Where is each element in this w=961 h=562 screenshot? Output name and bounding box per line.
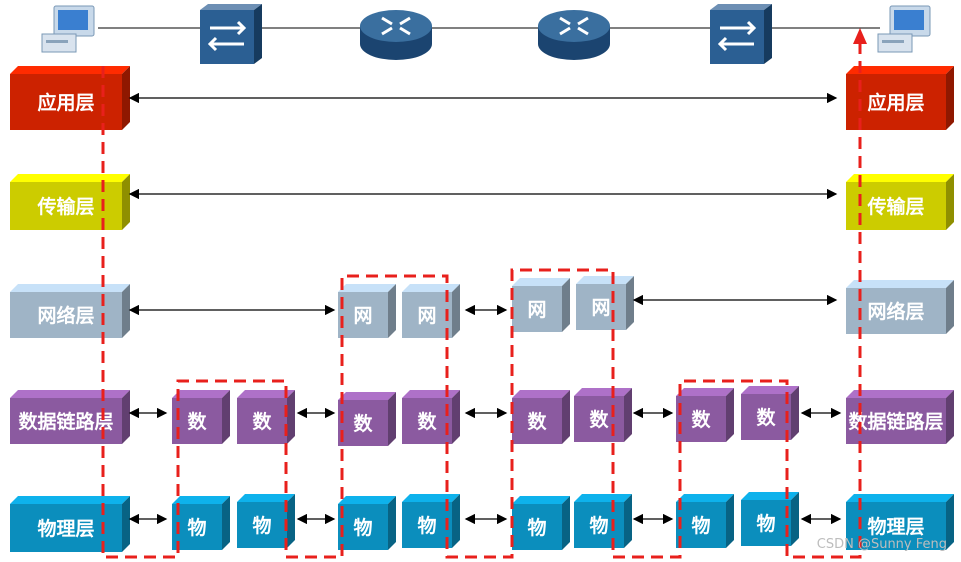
router2-network-a: 网 (512, 278, 570, 332)
router-icon (360, 10, 432, 60)
path-host-left (101, 40, 862, 559)
router1-physical-b-label: 物 (417, 514, 436, 537)
network-layer-right-label: 网络层 (867, 300, 924, 323)
switch-icon (200, 4, 262, 64)
network-layer-left-label: 网络层 (37, 304, 94, 327)
app-layer-left-label: 应用层 (37, 91, 94, 114)
router1-physical-a-label: 物 (353, 516, 372, 539)
transport-layer-left-label: 传输层 (36, 195, 94, 218)
switch1-physical-b: 物 (237, 494, 295, 548)
router2-network-b: 网 (576, 276, 634, 330)
switch2-physical-b: 物 (741, 492, 799, 546)
router1-datalink-b-label: 数 (417, 410, 437, 433)
datalink-layer-left: 数据链路层 (10, 390, 130, 444)
router1-physical-a: 物 (338, 496, 396, 550)
router1-network-b-label: 网 (417, 305, 436, 327)
app-layer-right: 应用层 (846, 66, 954, 130)
router2-datalink-b: 数 (574, 388, 632, 442)
switch2-datalink-b: 数 (741, 386, 799, 440)
router2-network-a-label: 网 (527, 299, 546, 321)
physical-layer-left-label: 物理层 (37, 517, 94, 540)
physical-layer-right-label: 物理层 (867, 515, 924, 538)
datalink-layer-right-label: 数据链路层 (848, 410, 943, 433)
router1-datalink-b: 数 (402, 390, 460, 444)
router2-physical-b-label: 物 (589, 514, 608, 537)
router-icon (538, 10, 610, 60)
transport-layer-right: 传输层 (846, 174, 954, 230)
transport-layer-left: 传输层 (10, 174, 130, 230)
router2-physical-b: 物 (574, 494, 632, 548)
router2-network-b-label: 网 (591, 297, 610, 319)
router2-datalink-a-label: 数 (527, 410, 547, 433)
switch1-datalink-b: 数 (237, 390, 295, 444)
watermark: CSDN @Sunny Feng (816, 537, 947, 552)
app-layer-right-label: 应用层 (867, 91, 924, 114)
path-arrowhead (853, 28, 867, 44)
network-layer-left: 网络层 (10, 284, 130, 338)
physical-layer-right: 物理层 (846, 494, 954, 550)
router1-datalink-a-label: 数 (353, 412, 373, 435)
router1-physical-b: 物 (402, 494, 460, 548)
switch1-physical-b-label: 物 (252, 514, 271, 537)
router1-datalink-a: 数 (338, 392, 396, 446)
switch2-datalink-b-label: 数 (756, 406, 776, 429)
switch1-physical-a-label: 物 (187, 516, 206, 539)
data-path (101, 40, 862, 559)
datalink-layer-right: 数据链路层 (846, 390, 954, 444)
switch2-datalink-a: 数 (676, 388, 734, 442)
switch2-physical-a: 物 (676, 494, 734, 548)
network-layer-right: 网络层 (846, 280, 954, 334)
router1-network-a: 网 (338, 284, 396, 338)
switch2-datalink-a-label: 数 (691, 408, 711, 431)
switch1-datalink-a-label: 数 (187, 410, 207, 433)
router1-network-b: 网 (402, 284, 460, 338)
app-layer-left: 应用层 (10, 66, 130, 130)
switch-icon (710, 4, 772, 64)
computer-icon (41, 5, 95, 53)
peer-arrows (128, 92, 842, 525)
switch1-datalink-b-label: 数 (252, 410, 272, 433)
switch2-physical-a-label: 物 (691, 514, 710, 537)
computer-icon (877, 5, 931, 53)
switch1-datalink-a: 数 (172, 390, 230, 444)
router2-physical-a-label: 物 (527, 516, 546, 539)
physical-layer-left: 物理层 (10, 496, 130, 552)
router1-network-a-label: 网 (353, 305, 372, 327)
router2-datalink-a: 数 (512, 390, 570, 444)
router2-datalink-b-label: 数 (589, 408, 609, 431)
datalink-layer-left-label: 数据链路层 (18, 410, 113, 433)
router2-physical-a: 物 (512, 496, 570, 550)
switch2-physical-b-label: 物 (756, 512, 775, 535)
switch1-physical-a: 物 (172, 496, 230, 550)
transport-layer-right-label: 传输层 (866, 195, 924, 218)
